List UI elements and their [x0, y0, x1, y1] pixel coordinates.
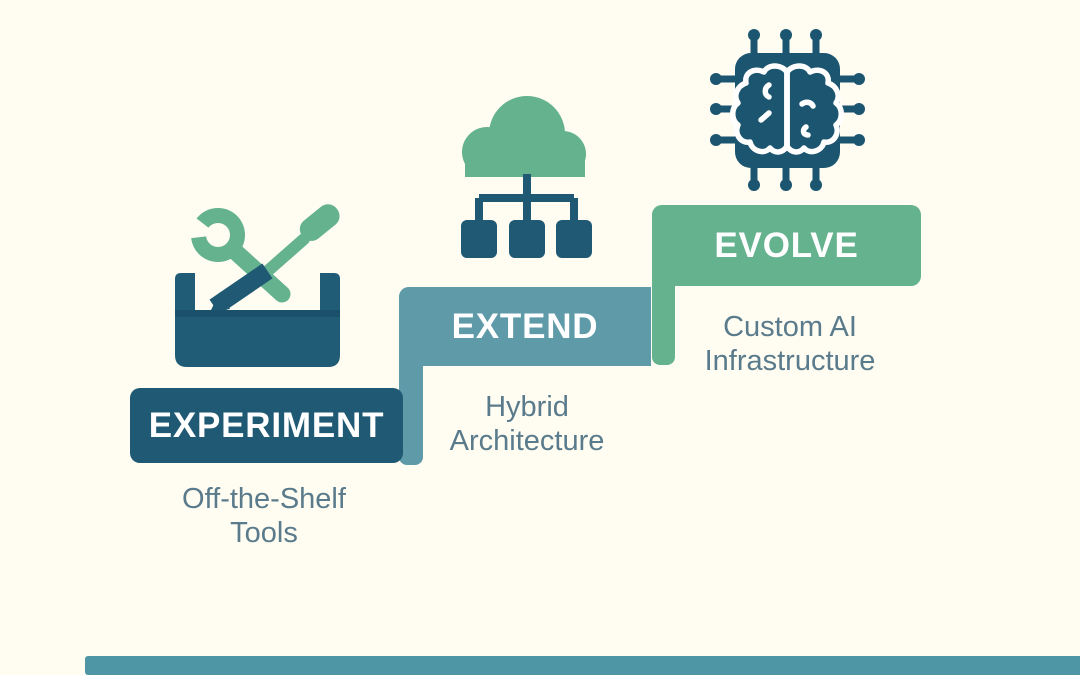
- brain-icon: [730, 63, 844, 155]
- extend-sublabel: Hybrid Architecture: [449, 391, 605, 457]
- ai-chip-brain-icon: [710, 29, 865, 191]
- network-nodes-icon: [461, 174, 592, 258]
- experiment-sublabel: Off-the-Shelf Tools: [182, 483, 346, 549]
- cloud-network-icon: [461, 96, 592, 258]
- step-label-experiment: EXPERIMENT: [148, 405, 385, 445]
- cloud-icon: [462, 96, 586, 177]
- toolbox-wrench-screwdriver-icon: [175, 204, 340, 367]
- evolve-sublabel: Custom AI Infrastructure: [704, 311, 876, 377]
- extend-step-band: EXTEND: [399, 287, 651, 366]
- experiment-step-band: EXPERIMENT: [130, 388, 403, 463]
- evolve-step-band: EVOLVE: [652, 205, 921, 286]
- screwdriver-icon: [209, 204, 340, 315]
- step-label-evolve: EVOLVE: [714, 225, 859, 265]
- chip-pins-icon: [710, 29, 865, 191]
- toolbox-icon: [175, 273, 340, 367]
- video-progress-bar[interactable]: [85, 656, 1080, 675]
- step-label-extend: EXTEND: [451, 306, 599, 346]
